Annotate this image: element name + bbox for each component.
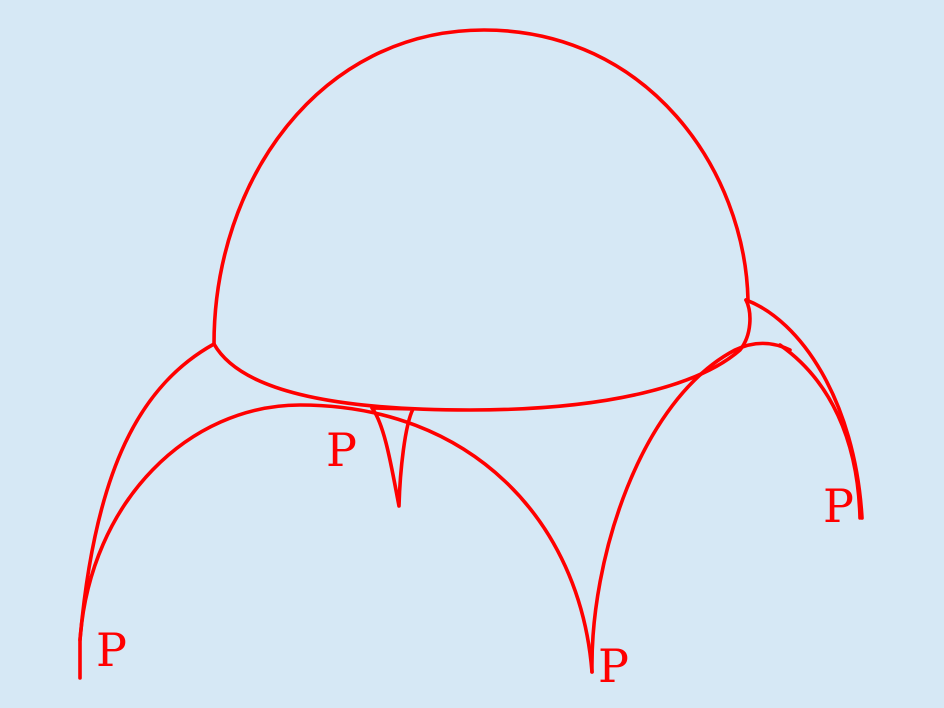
- left-outer-arch: [78, 342, 216, 642]
- structure-lines: [78, 28, 864, 680]
- pendentive-label-right: P: [823, 479, 854, 533]
- pendentive-label-back: P: [326, 423, 357, 477]
- pendentive-label-front-left: P: [96, 623, 127, 677]
- dome-base-ring: [212, 298, 752, 412]
- back-pendentive: [370, 406, 415, 508]
- front-arch: [78, 403, 594, 680]
- right-inner-arch: [778, 343, 862, 520]
- right-front-arch: [590, 341, 792, 674]
- dome-outline: [212, 28, 750, 346]
- pendentive-labels: P P P P: [96, 423, 854, 693]
- pendentive-label-front-right: P: [598, 639, 629, 693]
